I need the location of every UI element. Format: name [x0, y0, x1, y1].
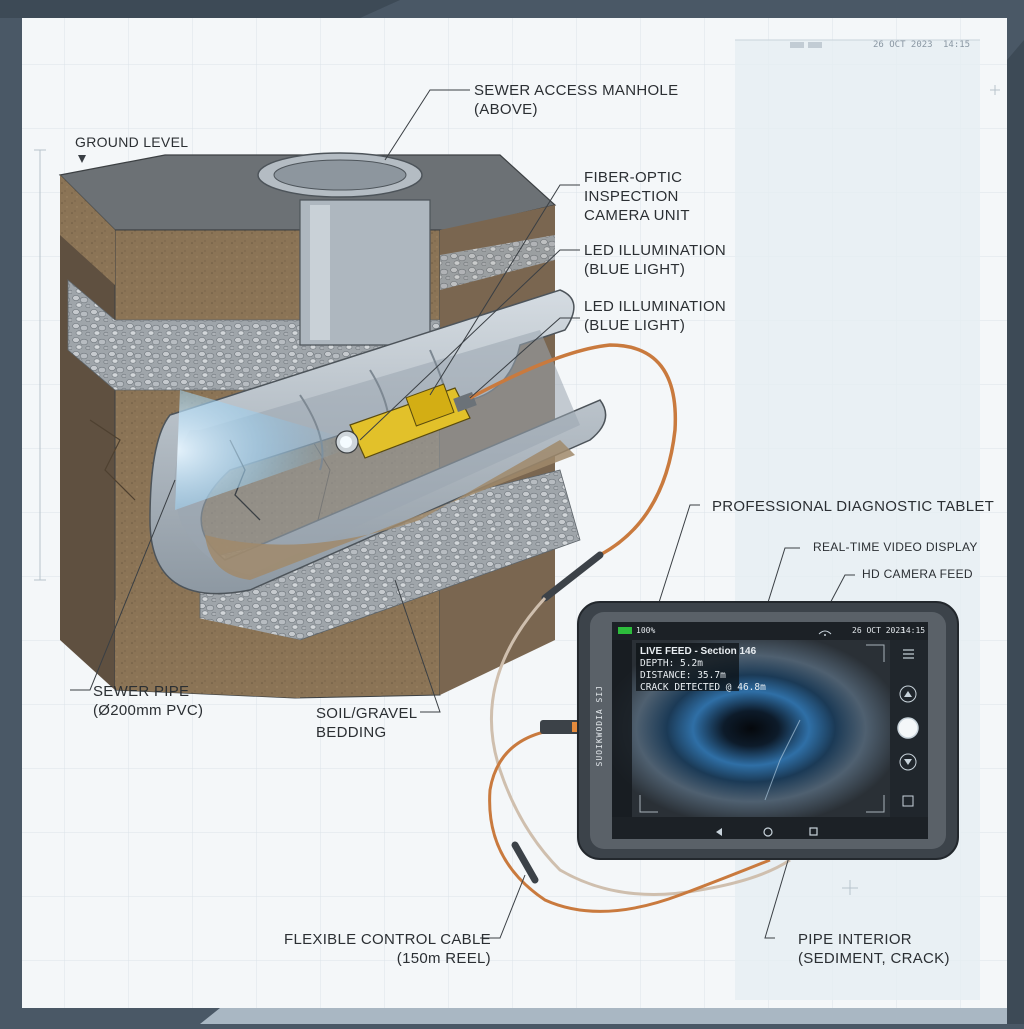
label-control-cable: FLEXIBLE CONTROL CABLE (150m REEL)	[284, 931, 491, 967]
tablet-battery-text: 100%	[636, 626, 656, 635]
label-ground-level: GROUND LEVEL	[75, 134, 189, 150]
label-hd-feed: HD CAMERA FEED	[862, 567, 973, 581]
tablet-date: 26 OCT 2023	[852, 626, 905, 635]
hud-crack: CRACK DETECTED @ 46.8m	[640, 682, 766, 693]
nav-back-icon[interactable]	[716, 828, 722, 836]
menu-icon[interactable]	[903, 649, 914, 659]
label-led-1: LED ILLUMINATION (BLUE LIGHT)	[584, 242, 727, 278]
arrow-up-icon[interactable]	[899, 685, 917, 703]
nav-recent-icon[interactable]	[809, 827, 818, 836]
wifi-icon	[818, 630, 832, 635]
label-sewer-pipe: SEWER PIPE (Ø200mm PVC)	[93, 683, 204, 719]
tablet-plug	[540, 720, 580, 734]
arrow-down-icon[interactable]	[899, 753, 917, 771]
header-date: 26 OCT 2023	[873, 40, 933, 50]
diagnostic-tablet	[577, 601, 959, 860]
capture-button-icon[interactable]	[897, 717, 919, 739]
label-realtime-display: REAL-TIME VIDEO DISPLAY	[813, 540, 978, 554]
hud-live-feed: LIVE FEED - Section 146	[640, 646, 757, 657]
control-cable	[469, 343, 678, 557]
label-pipe-interior: PIPE INTERIOR (SEDIMENT, CRACK)	[798, 931, 950, 967]
tablet-time: 14:15	[901, 626, 926, 635]
ground-level-marker	[78, 155, 86, 163]
label-manhole: SEWER ACCESS MANHOLE (ABOVE)	[474, 82, 679, 118]
tablet-side-brand: SUOIKWODIA SIJ	[595, 685, 604, 767]
header-time: 14:15	[943, 40, 971, 50]
led-beam	[175, 390, 345, 510]
label-led-2: LED ILLUMINATION (BLUE LIGHT)	[584, 298, 727, 334]
label-camera-unit: FIBER-OPTIC INSPECTION CAMERA UNIT	[584, 169, 690, 224]
hud-distance: DISTANCE: 35.7m	[640, 670, 726, 681]
battery-icon	[618, 627, 632, 634]
hud-overlay: LIVE FEED - Section 146 DEPTH: 5.2m DIST…	[640, 646, 766, 694]
cable-connector	[541, 551, 604, 602]
hud-depth: DEPTH: 5.2m	[640, 658, 703, 669]
nav-home-icon[interactable]	[763, 827, 773, 837]
fullscreen-icon[interactable]	[902, 795, 914, 807]
label-tablet: PROFESSIONAL DIAGNOSTIC TABLET	[712, 498, 995, 515]
inspection-camera	[335, 383, 477, 459]
label-bedding: SOIL/GRAVEL BEDDING	[316, 705, 418, 741]
sediment	[205, 440, 575, 580]
